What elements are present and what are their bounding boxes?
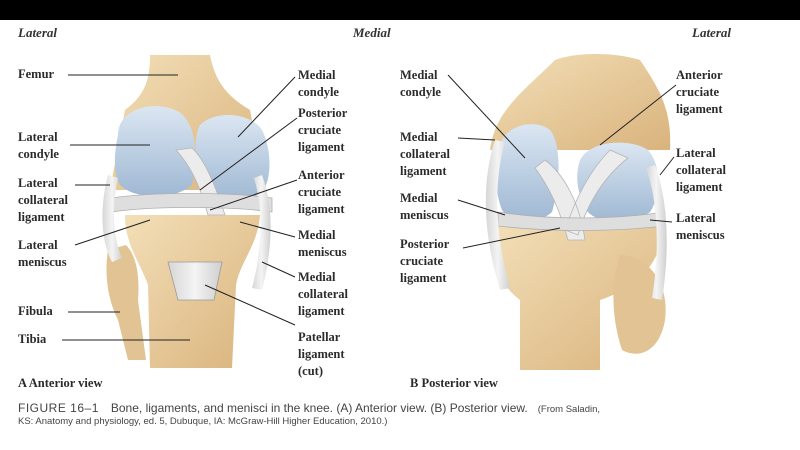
anterior-patellar-ligament-cut [167, 261, 223, 301]
posterior-medial-collateral [485, 140, 510, 290]
label-medial-condyle-b: Medial condyle [400, 68, 441, 99]
label-posterior-cruciate-ligament-a: Posterior cruciate ligament [298, 106, 348, 154]
anterior-menisci [111, 193, 273, 213]
anterior-lateral-collateral [102, 175, 122, 262]
header-lateral-right: Lateral [692, 25, 731, 40]
label-anterior-cruciate-ligament-b: Anterior cruciate ligament [676, 68, 723, 116]
anterior-knee-drawing [102, 55, 273, 368]
label-tibia: Tibia [18, 332, 47, 346]
label-lateral-meniscus-b: Lateral meniscus [676, 211, 725, 242]
panel-title-anterior: A Anterior view [18, 376, 103, 390]
top-black-bar [0, 0, 800, 20]
caption-text: Bone, ligaments, and menisci in the knee… [110, 401, 528, 415]
label-medial-collateral-ligament-a: Medial collateral ligament [298, 270, 348, 318]
caption-source-b: KS: Anatomy and physiology, ed. 5, Dubuq… [18, 416, 388, 427]
label-anterior-cruciate-ligament-a: Anterior cruciate ligament [298, 168, 345, 216]
anterior-medial-collateral [252, 175, 271, 290]
label-medial-meniscus-b: Medial meniscus [400, 191, 449, 222]
label-posterior-cruciate-ligament-b: Posterior cruciate ligament [400, 237, 450, 285]
header-lateral-left: Lateral [18, 25, 57, 40]
posterior-lateral-condyle [577, 142, 658, 221]
label-medial-meniscus-a: Medial meniscus [298, 228, 347, 259]
posterior-medial-condyle [496, 124, 559, 221]
leader-lines [62, 74, 677, 341]
label-lateral-meniscus-a: Lateral meniscus [18, 238, 67, 269]
label-lateral-condyle: Lateral condyle [18, 130, 59, 161]
panel-title-posterior: B Posterior view [410, 376, 498, 390]
anterior-fibula [106, 245, 146, 360]
label-lateral-collateral-ligament-a: Lateral collateral ligament [18, 176, 68, 224]
caption-source-a: (From Saladin, [537, 404, 601, 415]
anterior-lateral-condyle [114, 106, 196, 197]
label-femur: Femur [18, 67, 55, 81]
posterior-knee-drawing [485, 54, 671, 370]
label-patellar-ligament: Patellar ligament (cut) [298, 330, 345, 378]
posterior-cruciate-ligaments [534, 149, 629, 241]
posterior-fibula [613, 255, 666, 354]
label-fibula: Fibula [18, 304, 53, 318]
label-medial-condyle-a: Medial condyle [298, 68, 339, 99]
figure-number: FIGURE 16–1 [18, 401, 99, 415]
figure-caption: FIGURE 16–1 Bone, ligaments, and menisci … [18, 401, 788, 427]
posterior-lateral-collateral [646, 165, 667, 300]
label-lateral-collateral-ligament-b: Lateral collateral ligament [676, 146, 726, 194]
header-medial: Medial [353, 25, 391, 40]
label-medial-collateral-ligament-b: Medial collateral ligament [400, 130, 450, 178]
